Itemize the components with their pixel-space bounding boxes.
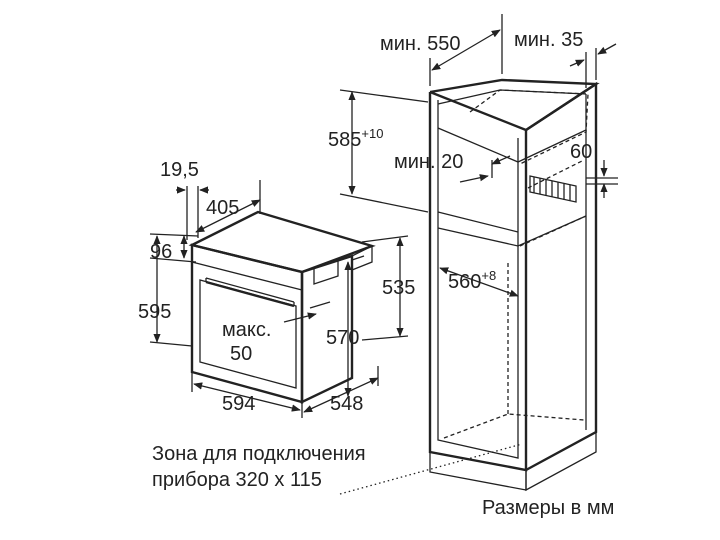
- label-oven-height: 595: [138, 301, 171, 323]
- label-door-gap: 96: [150, 241, 172, 263]
- label-units: Размеры в мм: [482, 497, 614, 519]
- cabinet-drawing: [428, 78, 600, 492]
- label-width-top: 405: [206, 197, 239, 219]
- label-connection-zone-line1: Зона для подключения: [152, 443, 366, 465]
- oven-dimensions: [149, 180, 409, 418]
- label-niche-height: 585+10: [328, 126, 383, 151]
- label-rear-height: 535: [382, 277, 415, 299]
- vent-grill: [529, 175, 577, 203]
- label-depth-front: 19,5: [160, 159, 199, 181]
- label-oven-width: 594: [222, 393, 255, 415]
- label-vent-height: 60: [570, 141, 592, 163]
- label-min-depth: мин. 550: [380, 33, 460, 55]
- label-body-height: 570: [326, 327, 359, 349]
- label-connection-zone-line2: прибора 320 x 115: [152, 469, 322, 491]
- label-handle-max: макс.: [222, 319, 271, 341]
- label-min-vent: мин. 20: [394, 151, 463, 173]
- label-min-back-gap: мин. 35: [514, 29, 583, 51]
- oven-handle: [205, 277, 295, 308]
- cabinet-dimensions: [339, 14, 618, 495]
- label-oven-depth: 548: [330, 393, 363, 415]
- oven-drawing: [188, 210, 376, 404]
- label-handle-value: 50: [230, 343, 252, 365]
- label-niche-width: 560+8: [448, 268, 496, 293]
